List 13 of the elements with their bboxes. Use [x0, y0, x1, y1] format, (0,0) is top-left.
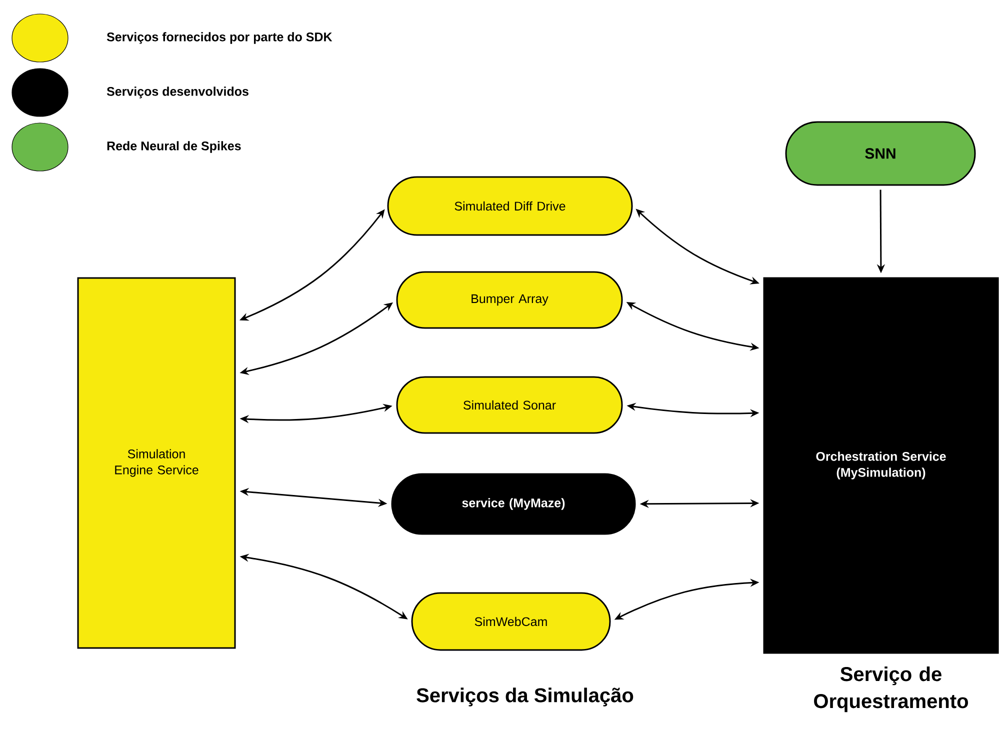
- service-pill: SimWebCam: [411, 592, 611, 651]
- group-title: Serviços da Simulação: [416, 688, 634, 706]
- service-box: Simulation Engine Service: [77, 277, 236, 649]
- service-pill: Simulated Diff Drive: [387, 176, 633, 236]
- service-box: Orchestration Service (MySimulation): [763, 277, 999, 654]
- legend-text: Rede Neural de Spikes: [107, 141, 241, 153]
- legend-text: Serviços desenvolvidos: [106, 86, 248, 98]
- network-pill: SNN: [785, 121, 976, 186]
- group-title: Serviço de Orquestramento: [814, 666, 968, 712]
- service-pill: Bumper Array: [396, 271, 623, 329]
- legend-text: Serviços fornecidos por parte do SDK: [106, 32, 332, 44]
- service-pill: Simulated Sonar: [396, 376, 623, 434]
- service-pill: service (MyMaze): [391, 473, 636, 535]
